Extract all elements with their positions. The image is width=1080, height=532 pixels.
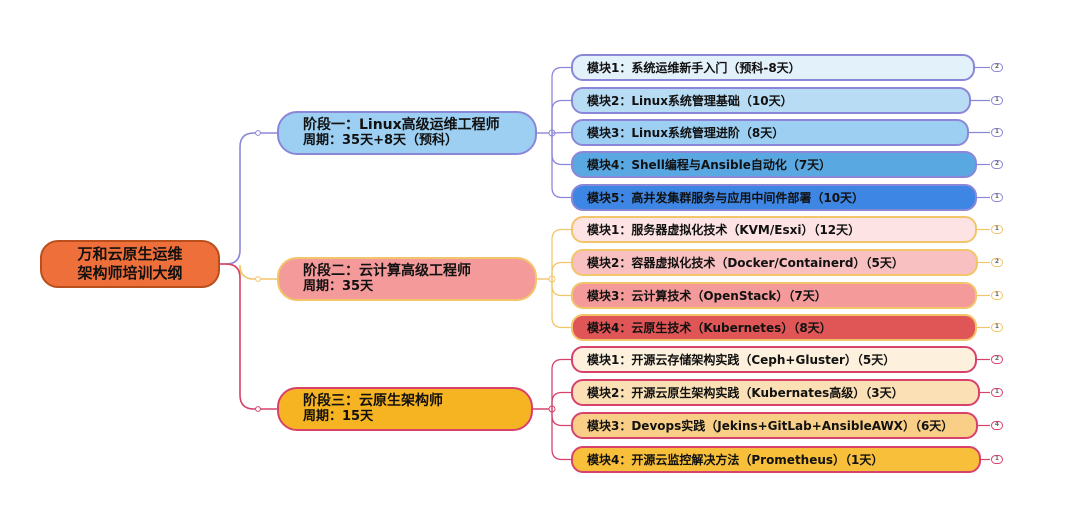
root-title-line2: 架构师培训大纲 — [77, 264, 183, 282]
module-topic-3-1[interactable]: 模块1：开源云存储架构实践（Ceph+Gluster）（5天） — [571, 346, 977, 373]
root-topic[interactable]: 万和云原生运维 架构师培训大纲 — [40, 240, 220, 288]
module-connector-3-3 — [551, 409, 571, 427]
subtopic-count-badge-2-1[interactable]: 1 — [991, 225, 1003, 234]
module-label: 模块4：云原生技术（Kubernetes）（8天） — [587, 321, 832, 335]
module-topic-2-2[interactable]: 模块2：容器虚拟化技术（Docker/Containerd）（5天） — [571, 249, 978, 276]
subtopic-count-badge-2-2[interactable]: 2 — [991, 258, 1003, 267]
module-label: 模块3：云计算技术（OpenStack）（7天） — [587, 289, 827, 303]
stage-period: 周期：35天+8天（预科） — [303, 133, 459, 148]
stage-collapse-toggle-2[interactable] — [255, 276, 261, 282]
subtopic-count-badge-1-3[interactable]: 1 — [991, 128, 1003, 137]
module-connector-3-2 — [551, 391, 571, 409]
stage-period: 周期：35天 — [303, 279, 374, 294]
module-label: 模块3：Devops实践（Jekins+GitLab+AnsibleAWX）（6… — [587, 419, 954, 433]
module-label: 模块1：服务器虚拟化技术（KVM/Esxi）（12天） — [587, 223, 861, 237]
module-connector-3-1 — [551, 358, 571, 409]
module-connector-1-1 — [551, 66, 571, 133]
module-connector-2-4 — [551, 279, 571, 329]
module-topic-1-4[interactable]: 模块4：Shell编程与Ansible自动化（7天） — [571, 151, 977, 178]
subtopic-count-badge-3-1[interactable]: 2 — [991, 355, 1003, 364]
subtopic-count-badge-2-4[interactable]: 1 — [991, 323, 1003, 332]
module-topic-3-2[interactable]: 模块2：开源云原生架构实践（Kubernates高级）（3天） — [571, 379, 980, 406]
module-connector-2-2 — [551, 261, 571, 279]
subtopic-count-badge-3-3[interactable]: 4 — [991, 421, 1003, 430]
subtopic-count-badge-1-1[interactable]: 2 — [991, 63, 1003, 72]
stage-topic-2[interactable]: 阶段二：云计算高级工程师周期：35天 — [277, 257, 537, 301]
root-title-line1: 万和云原生运维 — [77, 245, 183, 263]
module-connector-1-4 — [551, 133, 571, 166]
module-topic-1-5[interactable]: 模块5：高并发集群服务与应用中间件部署（10天） — [571, 184, 977, 211]
module-connector-1-3 — [551, 131, 572, 134]
stage-collapse-toggle-1[interactable] — [255, 130, 261, 136]
module-topic-3-4[interactable]: 模块4：开源云监控解决方法（Prometheus）（1天） — [571, 446, 981, 473]
stage-collapse-toggle-3[interactable] — [255, 406, 261, 412]
module-label: 模块2：容器虚拟化技术（Docker/Containerd）（5天） — [587, 256, 904, 270]
subtopic-count-badge-3-2[interactable]: 1 — [991, 388, 1003, 397]
module-connector-3-4 — [551, 409, 571, 461]
stage-connector-1 — [220, 132, 277, 265]
stage-title: 阶段三：云原生架构师 — [303, 393, 443, 409]
module-label: 模块3：Linux系统管理进阶（8天） — [587, 126, 785, 140]
module-label: 模块4：开源云监控解决方法（Prometheus）（1天） — [587, 453, 884, 467]
stage-period: 周期：15天 — [303, 409, 374, 424]
module-topic-3-3[interactable]: 模块3：Devops实践（Jekins+GitLab+AnsibleAWX）（6… — [571, 412, 978, 439]
module-topic-2-4[interactable]: 模块4：云原生技术（Kubernetes）（8天） — [571, 314, 977, 341]
module-topic-1-1[interactable]: 模块1：系统运维新手入门（预科-8天） — [571, 54, 975, 81]
module-label: 模块4：Shell编程与Ansible自动化（7天） — [587, 158, 832, 172]
subtopic-count-badge-3-4[interactable]: 1 — [991, 455, 1003, 464]
stage-title: 阶段一：Linux高级运维工程师 — [303, 117, 500, 133]
stage-connector-3 — [220, 263, 277, 410]
stage-title: 阶段二：云计算高级工程师 — [303, 263, 471, 279]
module-connector-1-5 — [551, 133, 571, 199]
module-connector-2-1 — [551, 228, 571, 279]
module-label: 模块2：开源云原生架构实践（Kubernates高级）（3天） — [587, 386, 904, 400]
module-label: 模块5：高并发集群服务与应用中间件部署（10天） — [587, 191, 865, 205]
subtopic-count-badge-1-5[interactable]: 1 — [991, 193, 1003, 202]
stage-topic-3[interactable]: 阶段三：云原生架构师周期：15天 — [277, 387, 533, 431]
module-topic-1-3[interactable]: 模块3：Linux系统管理进阶（8天） — [571, 119, 969, 146]
module-topic-2-3[interactable]: 模块3：云计算技术（OpenStack）（7天） — [571, 282, 977, 309]
subtopic-count-badge-2-3[interactable]: 1 — [991, 291, 1003, 300]
module-topic-1-2[interactable]: 模块2：Linux系统管理基础（10天） — [571, 87, 971, 114]
stage-connector-2 — [220, 263, 277, 280]
stage-topic-1[interactable]: 阶段一：Linux高级运维工程师周期：35天+8天（预科） — [277, 111, 537, 155]
module-label: 模块1：开源云存储架构实践（Ceph+Gluster）（5天） — [587, 353, 896, 367]
module-connector-2-3 — [551, 279, 571, 297]
module-label: 模块1：系统运维新手入门（预科-8天） — [587, 61, 801, 75]
module-connector-1-2 — [551, 99, 571, 133]
module-label: 模块2：Linux系统管理基础（10天） — [587, 94, 793, 108]
subtopic-count-badge-1-4[interactable]: 2 — [991, 160, 1003, 169]
module-topic-2-1[interactable]: 模块1：服务器虚拟化技术（KVM/Esxi）（12天） — [571, 216, 977, 243]
subtopic-count-badge-1-2[interactable]: 1 — [991, 96, 1003, 105]
